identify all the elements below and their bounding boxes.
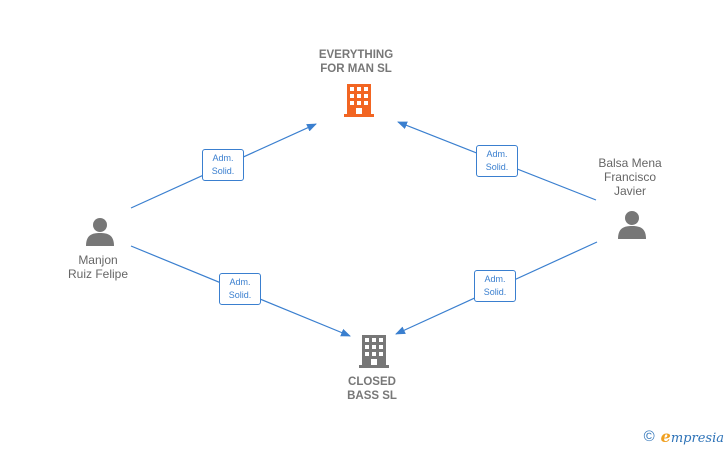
role-badge-line2: Solid. xyxy=(485,162,509,172)
role-badge-line1: Adm. xyxy=(212,153,234,163)
copyright-icon: © xyxy=(643,428,655,445)
brand-logo[interactable]: empresia xyxy=(661,427,724,446)
person-label-right[interactable]: Balsa Mena Francisco Javier xyxy=(598,156,662,198)
person-icon[interactable] xyxy=(86,218,114,246)
role-badge[interactable]: Adm. Solid. xyxy=(476,145,518,177)
role-badge[interactable]: Adm. Solid. xyxy=(474,270,516,302)
role-badge-line1: Adm. xyxy=(484,274,506,284)
building-icon[interactable] xyxy=(359,335,389,368)
person-icon[interactable] xyxy=(618,211,646,239)
role-badge[interactable]: Adm. Solid. xyxy=(219,273,261,305)
footer-branding: © empresia xyxy=(644,427,724,446)
role-badge-line1: Adm. xyxy=(229,277,251,287)
role-badge[interactable]: Adm. Solid. xyxy=(202,149,244,181)
role-badge-line2: Solid. xyxy=(211,166,235,176)
brand-logo-initial: e xyxy=(660,427,671,446)
brand-logo-text: mpresia xyxy=(670,431,724,446)
edges xyxy=(130,121,598,337)
role-badge-line1: Adm. xyxy=(486,149,508,159)
company-label-top[interactable]: EVERYTHING FOR MAN SL xyxy=(318,49,394,75)
person-label-left[interactable]: Manjon Ruiz Felipe xyxy=(67,253,129,281)
role-badge-line2: Solid. xyxy=(228,290,252,300)
building-icon[interactable] xyxy=(344,84,374,117)
company-label-bottom[interactable]: CLOSED BASS SL xyxy=(347,376,397,402)
role-badge-line2: Solid. xyxy=(483,287,507,297)
